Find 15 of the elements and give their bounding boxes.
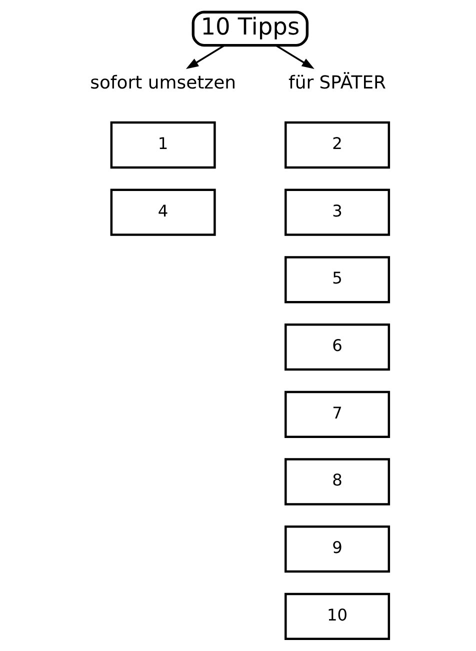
node-text: sofort umsetzen bbox=[90, 72, 236, 94]
arrow bbox=[185, 44, 224, 70]
node-box: 7 bbox=[284, 390, 390, 438]
node-box: 2 bbox=[284, 121, 390, 169]
node-box: 10 bbox=[284, 592, 390, 640]
arrow bbox=[274, 44, 314, 70]
node-box: 4 bbox=[110, 188, 216, 236]
node-text: für SPÄTER bbox=[288, 72, 386, 94]
node-box: 3 bbox=[284, 188, 390, 236]
node-box: 9 bbox=[284, 526, 390, 573]
node-box: 10 Tipps bbox=[191, 10, 308, 47]
node-box: 6 bbox=[284, 323, 390, 371]
node-box: 5 bbox=[284, 256, 390, 304]
node-box: 8 bbox=[284, 458, 390, 506]
node-box: 1 bbox=[110, 121, 216, 169]
